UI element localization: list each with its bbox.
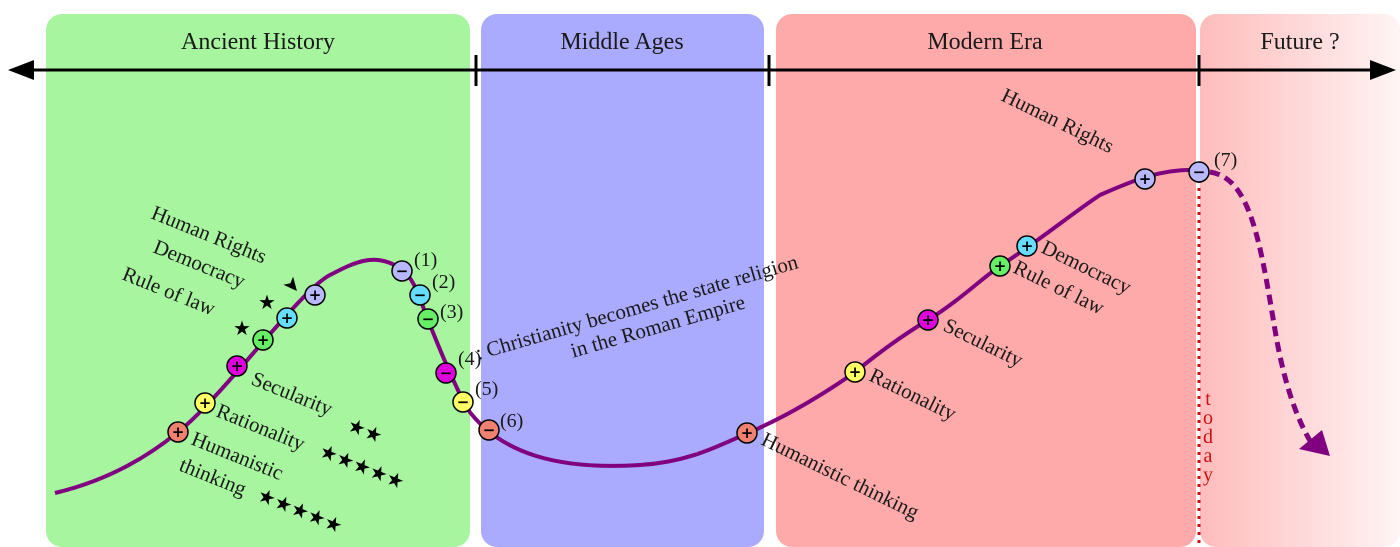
arrow-left-icon (8, 60, 34, 80)
marker-decline-5: − (452, 391, 474, 413)
svg-text:−: − (483, 421, 496, 439)
marker-modern-democracy: + (1016, 235, 1038, 257)
svg-text:+: + (1139, 170, 1152, 188)
era-panel-middle-ages (481, 14, 764, 547)
marker-decline-4: − (435, 362, 457, 384)
marker-decline-3: − (417, 308, 439, 330)
decline-number-1: (1) (414, 249, 437, 271)
today-label: t o d a y (1203, 388, 1213, 486)
marker-ancient-secularity: + (226, 355, 248, 377)
svg-text:+: + (994, 257, 1007, 275)
svg-text:y: y (1203, 464, 1213, 486)
marker-ancient-humanistic: + (167, 421, 189, 443)
marker-modern-humanistic: + (736, 422, 758, 444)
marker-modern-rule-of-law: + (989, 255, 1011, 277)
marker-ancient-rationality: + (194, 392, 216, 414)
svg-text:o: o (1203, 407, 1213, 429)
arrow-down-icon (1299, 430, 1330, 456)
svg-text:+: + (281, 309, 294, 327)
era-panel-ancient (46, 14, 470, 547)
svg-text:t: t (1205, 388, 1211, 410)
svg-text:−: − (1193, 163, 1206, 181)
rating-ancient-democracy: ★ (258, 290, 276, 314)
svg-text:+: + (199, 394, 212, 412)
svg-text:d: d (1203, 426, 1213, 448)
arrow-right-icon (1370, 60, 1396, 80)
svg-text:+: + (741, 424, 754, 442)
svg-text:+: + (922, 311, 935, 329)
era-panel-future (1200, 14, 1400, 547)
svg-text:+: + (257, 331, 270, 349)
marker-ancient-democracy: + (276, 307, 298, 329)
marker-peak-7: − (1188, 161, 1210, 183)
future-decline-arrow (1209, 169, 1315, 446)
decline-number-5: (5) (475, 378, 498, 400)
marker-ancient-human-rights: + (304, 284, 326, 306)
peak-number-7: (7) (1214, 149, 1237, 171)
era-title-ancient: Ancient History (181, 29, 335, 55)
svg-text:−: − (414, 286, 427, 304)
rating-ancient-rule-of-law: ★ (233, 316, 251, 340)
svg-text:−: − (440, 364, 453, 382)
marker-modern-human-rights: + (1134, 168, 1156, 190)
svg-text:+: + (172, 423, 185, 441)
svg-text:−: − (422, 310, 435, 328)
svg-text:−: − (457, 393, 470, 411)
marker-modern-rationality: + (844, 361, 866, 383)
era-title-modern: Modern Era (927, 29, 1043, 55)
svg-text:+: + (1021, 237, 1034, 255)
decline-number-2: (2) (432, 271, 455, 293)
marker-decline-2: − (409, 284, 431, 306)
svg-text:+: + (309, 286, 322, 304)
marker-modern-secularity: + (917, 309, 939, 331)
svg-text:+: + (231, 357, 244, 375)
svg-text:−: − (396, 262, 409, 280)
svg-text:+: + (849, 363, 862, 381)
era-panel-modern (776, 14, 1196, 547)
marker-ancient-rule-of-law: + (252, 329, 274, 351)
era-title-future: Future ? (1260, 29, 1339, 55)
timeline-axis (8, 55, 1396, 86)
decline-number-3: (3) (440, 301, 463, 323)
svg-text:a: a (1204, 445, 1213, 467)
decline-number-4: (4) (458, 348, 481, 370)
marker-decline-6: − (478, 419, 500, 441)
marker-decline-1: − (391, 260, 413, 282)
era-title-middle-ages: Middle Ages (560, 29, 683, 55)
decline-number-6: (6) (500, 410, 523, 432)
